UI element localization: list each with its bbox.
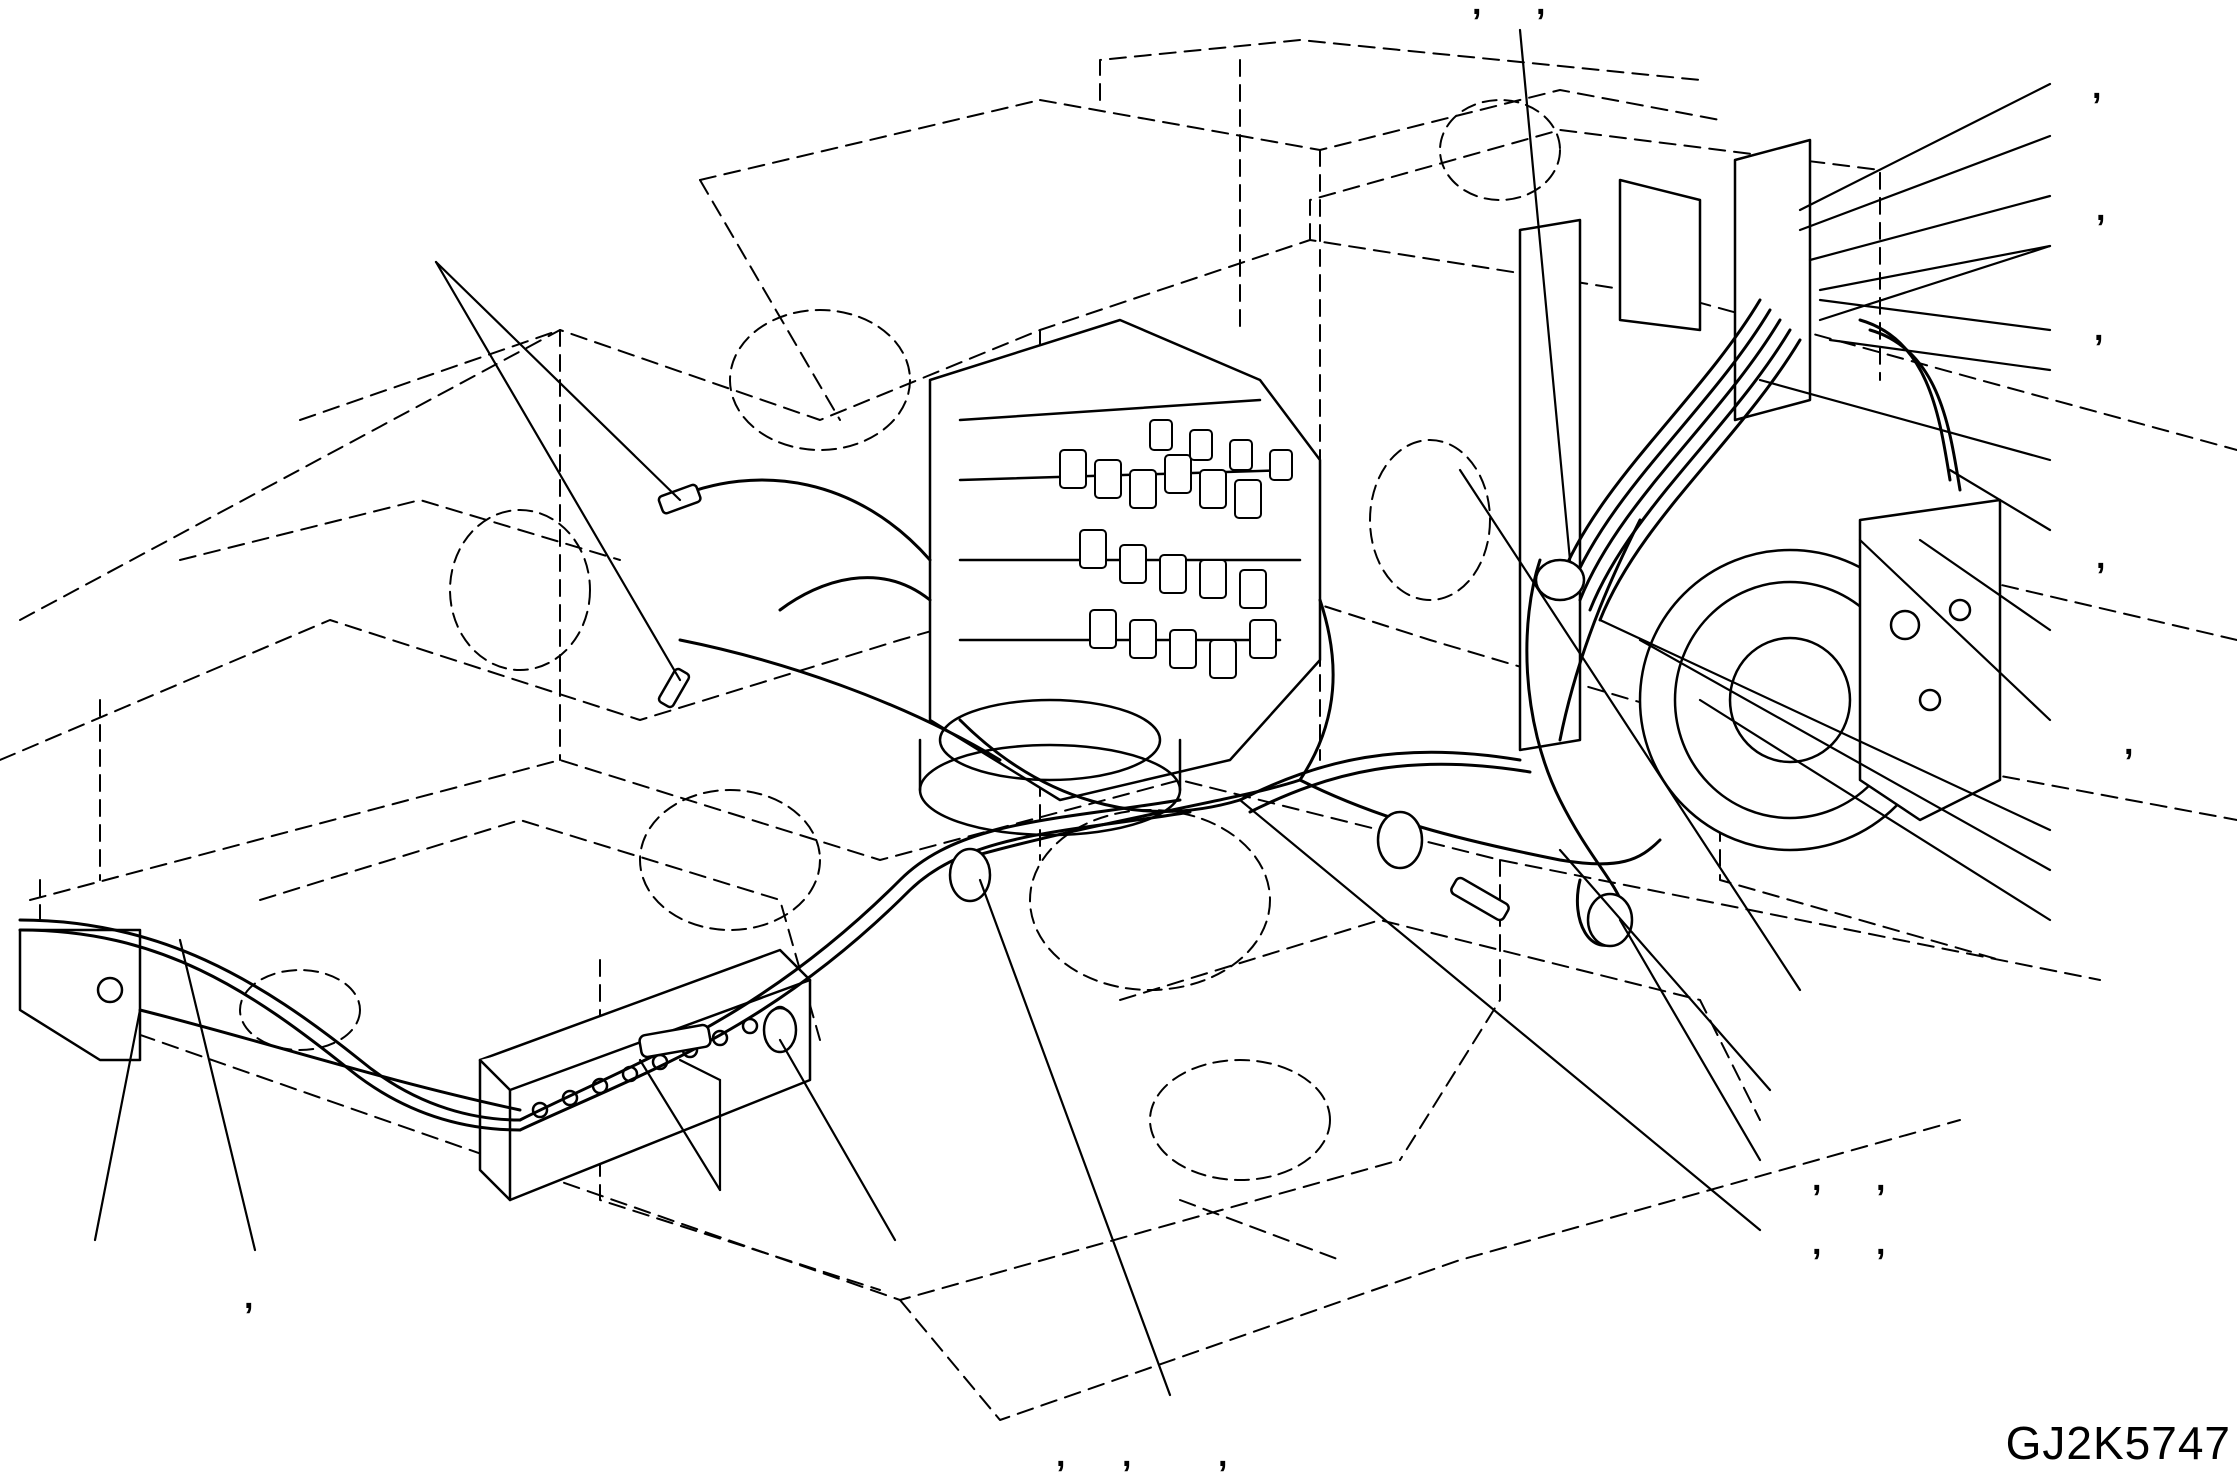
leader-lines: [93, 28, 2052, 1397]
callout-separator: ,: [1812, 1160, 1822, 1198]
hydraulic-hoses: [18, 298, 1962, 1132]
hose-clamps: [638, 483, 1634, 1059]
callout-separator: ,: [2096, 190, 2106, 228]
callout-separator: ,: [1218, 1436, 1228, 1472]
callout-separator: ,: [1472, 0, 1482, 22]
callout-separator: ,: [244, 1278, 254, 1316]
figure-code: GJ2K5747: [2005, 1417, 2231, 1469]
callout-separator: ,: [1536, 0, 1546, 22]
pump-engine-assembly: [1518, 138, 2002, 852]
callout-separator: ,: [2094, 310, 2104, 348]
callout-separator: ,: [2092, 68, 2102, 106]
callout-separator: ,: [1122, 1436, 1132, 1472]
callout-separator: ,: [1876, 1224, 1886, 1262]
valve-fittings: [1059, 419, 1293, 679]
callout-separator: ,: [1876, 1160, 1886, 1198]
callout-separator: ,: [1056, 1436, 1066, 1472]
callout-separator: ,: [2124, 724, 2134, 762]
callout-separator: ,: [2096, 538, 2106, 576]
callout-separator: ,: [1812, 1224, 1822, 1262]
